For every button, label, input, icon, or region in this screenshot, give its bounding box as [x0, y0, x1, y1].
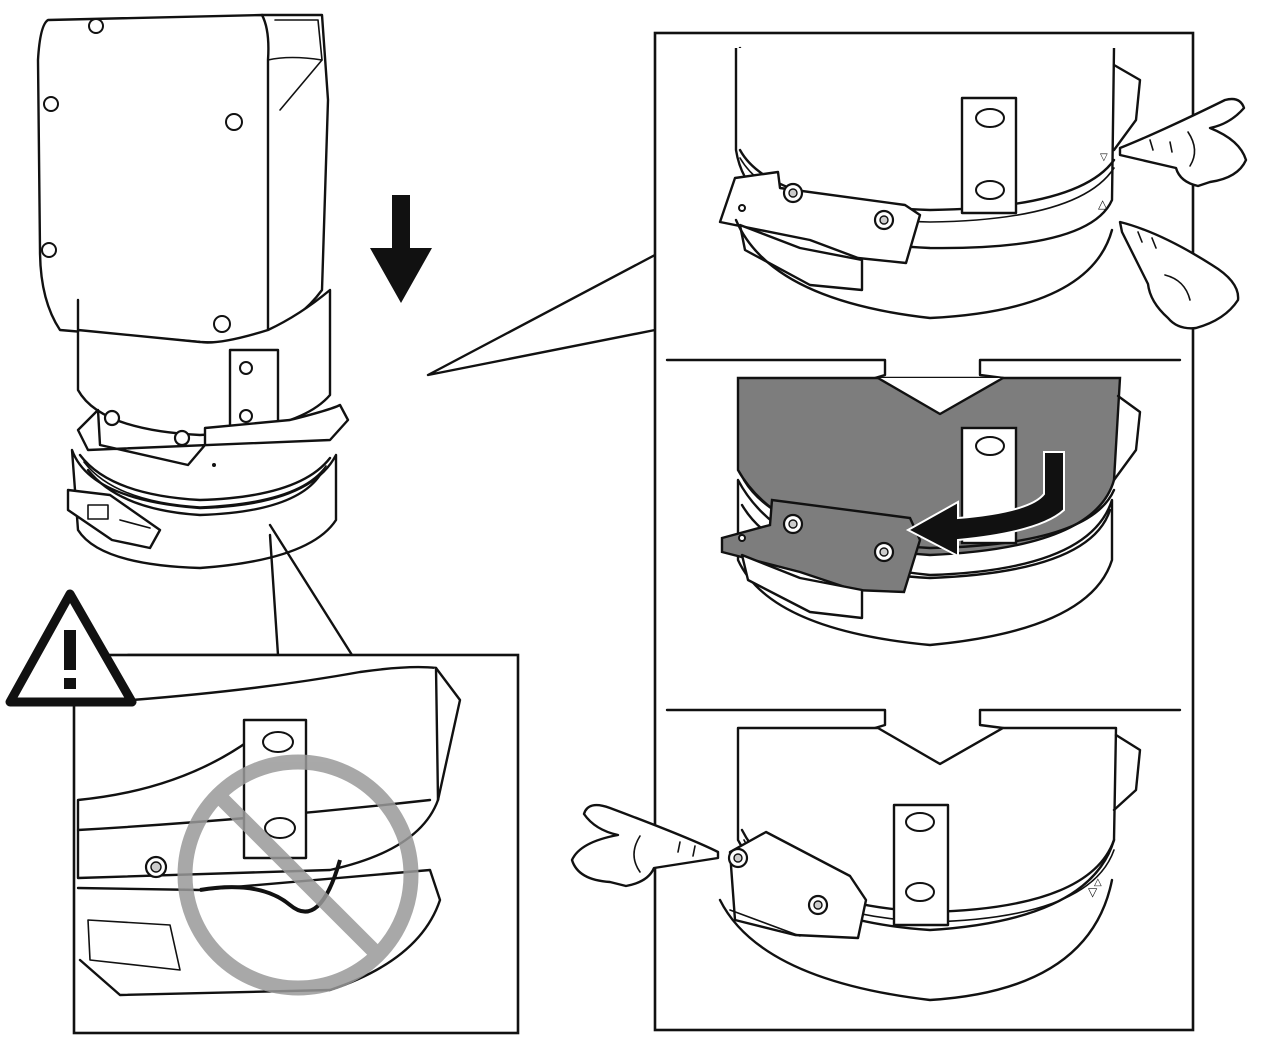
steps-panel: △ ▽	[426, 31, 1248, 1032]
step-3-secure: ▽ △	[718, 726, 1142, 1002]
pointing-hand-icon	[1118, 220, 1240, 330]
svg-text:▽: ▽	[1088, 885, 1098, 899]
pointing-hand-icon	[570, 803, 720, 888]
step-1-align: △ ▽	[718, 46, 1142, 320]
side-plate	[228, 348, 280, 432]
svg-text:△: △	[1098, 197, 1108, 211]
housing-hole	[41, 242, 57, 258]
warning-detail-panel	[72, 523, 520, 1035]
housing-hole	[213, 315, 231, 333]
camera-base-collar	[76, 403, 350, 467]
housing-hole	[88, 18, 104, 34]
camera-housing-upper	[36, 13, 270, 344]
pointing-hand-icon	[1118, 97, 1248, 188]
svg-text:▽: ▽	[1100, 152, 1108, 163]
down-arrow-icon	[370, 195, 432, 303]
prohibition-icon	[177, 754, 419, 996]
camera-unit-main	[36, 13, 350, 570]
housing-hole	[225, 113, 243, 131]
svg-text:△: △	[1094, 877, 1102, 888]
step-2-rotate	[720, 376, 1142, 647]
housing-hole	[43, 96, 59, 112]
rotate-arrow-icon	[905, 451, 1065, 558]
warning-triangle-icon	[5, 589, 137, 707]
